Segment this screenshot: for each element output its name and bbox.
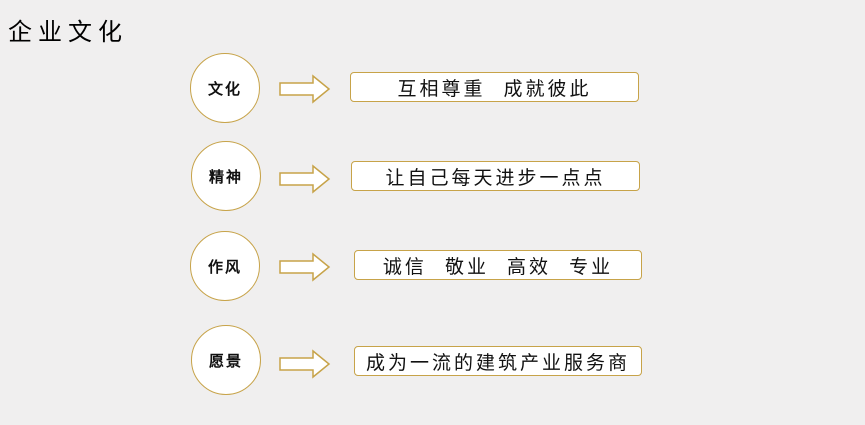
value-text: 诚信 敬业 高效 专业 [382, 255, 614, 278]
label-circle: 愿景 [191, 325, 261, 395]
right-arrow-icon [279, 252, 331, 282]
label-text: 精神 [208, 167, 243, 186]
value-text: 让自己每天进步一点点 [385, 166, 606, 189]
right-arrow-icon [279, 74, 331, 104]
value-box: 成为一流的建筑产业服务商 [354, 346, 642, 376]
label-circle: 精神 [191, 141, 261, 211]
value-text: 成为一流的建筑产业服务商 [365, 351, 630, 374]
label-text: 作风 [207, 257, 242, 276]
value-text: 互相尊重 成就彼此 [397, 77, 592, 100]
page-title: 企业文化 [8, 18, 128, 46]
label-text: 愿景 [208, 351, 243, 370]
label-circle: 文化 [190, 53, 260, 123]
value-box: 让自己每天进步一点点 [351, 161, 640, 191]
right-arrow-icon [279, 164, 331, 194]
right-arrow-icon [279, 349, 331, 379]
value-box: 诚信 敬业 高效 专业 [354, 250, 642, 280]
label-circle: 作风 [190, 231, 260, 301]
label-text: 文化 [207, 79, 242, 98]
value-box: 互相尊重 成就彼此 [350, 72, 639, 102]
